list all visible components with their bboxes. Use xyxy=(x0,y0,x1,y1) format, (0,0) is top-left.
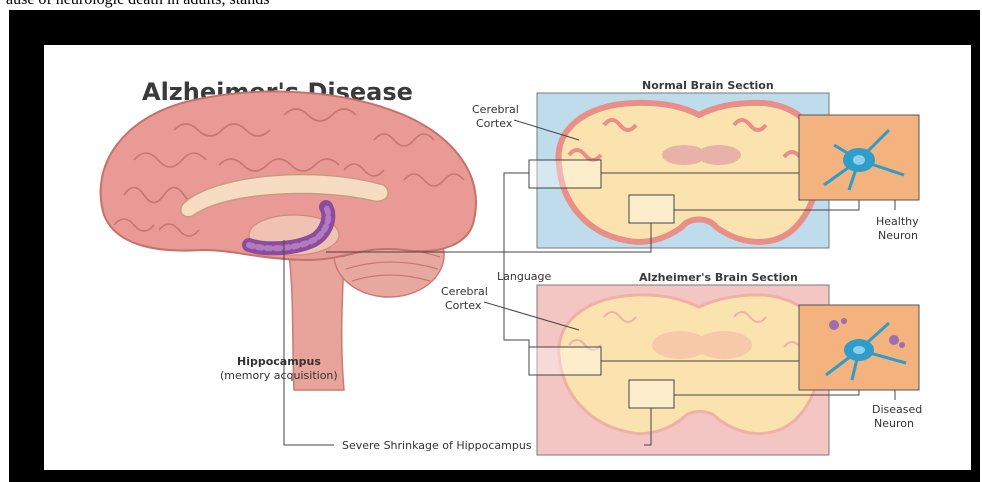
cerebral-cortex-bottom-line2: Cortex xyxy=(445,299,482,312)
diseased-neuron-label-line2: Neuron xyxy=(874,417,914,430)
alzheimers-diagram: Alzheimer's Disease xyxy=(44,45,971,470)
normal-section-title: Normal Brain Section xyxy=(642,79,774,92)
healthy-neuron-box xyxy=(799,115,919,200)
hippocampus-label-line1: Hippocampus xyxy=(237,355,321,368)
healthy-neuron-label-line1: Healthy xyxy=(876,215,919,228)
diseased-neuron-box xyxy=(799,305,919,390)
diagram-panel: Alzheimer's Disease xyxy=(44,45,971,470)
healthy-neuron-label-line2: Neuron xyxy=(878,229,918,242)
shrinkage-label: Severe Shrinkage of Hippocampus xyxy=(342,439,532,452)
diseased-neuron-label-line1: Diseased xyxy=(872,403,922,416)
hippocampus-label-line2: (memory acquisition) xyxy=(220,369,338,382)
alzheimers-section-title: Alzheimer's Brain Section xyxy=(639,271,798,284)
cerebral-cortex-top-line2: Cortex xyxy=(476,117,513,130)
cerebral-cortex-top-line1: Cerebral xyxy=(472,103,519,116)
page-caption-fragment: ause of neurologic death in adults, stan… xyxy=(6,0,270,9)
sagittal-brain xyxy=(101,92,476,390)
cerebral-cortex-bottom-line1: Cerebral xyxy=(441,285,488,298)
image-frame: Alzheimer's Disease xyxy=(9,10,980,482)
language-label: Language xyxy=(497,270,552,283)
